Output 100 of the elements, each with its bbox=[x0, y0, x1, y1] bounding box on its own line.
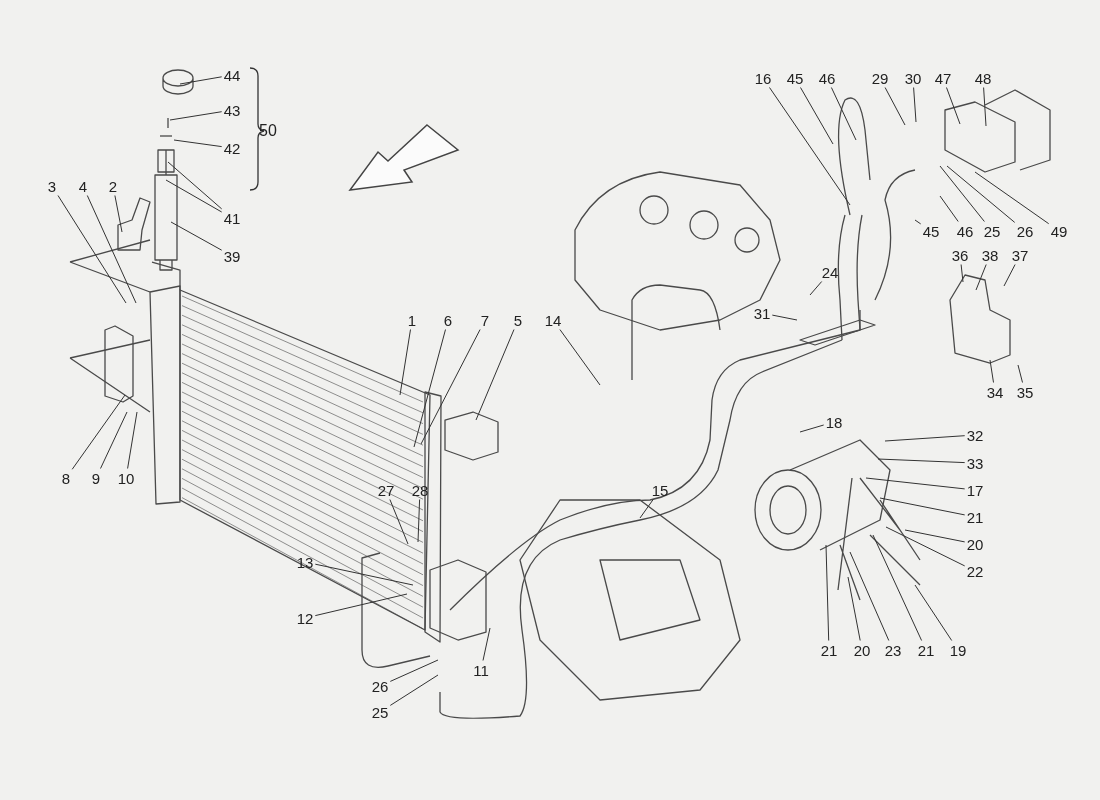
callout-number: 4 bbox=[77, 177, 89, 195]
callout-number: 34 bbox=[985, 383, 1005, 401]
leader-line bbox=[879, 497, 966, 516]
callout-number: 9 bbox=[90, 469, 102, 487]
callout-number: 42 bbox=[222, 139, 242, 157]
leader-line bbox=[946, 87, 961, 125]
leader-line bbox=[170, 221, 223, 251]
callout-number: 10 bbox=[116, 469, 136, 487]
callout-number: 35 bbox=[1015, 383, 1035, 401]
leader-line bbox=[885, 526, 966, 567]
callout-number: 28 bbox=[410, 481, 430, 499]
leader-line bbox=[914, 584, 953, 641]
callout-number: 22 bbox=[965, 562, 985, 580]
leader-line bbox=[1003, 264, 1016, 287]
leader-line bbox=[639, 499, 654, 519]
callout-number: 30 bbox=[903, 69, 923, 87]
callout-number: 36 bbox=[950, 246, 970, 264]
leader-line bbox=[100, 411, 128, 469]
leader-line bbox=[830, 87, 857, 141]
leader-line bbox=[389, 659, 439, 682]
callout-number: 5 bbox=[512, 311, 524, 329]
callout-number: 26 bbox=[1015, 222, 1035, 240]
leader-line bbox=[904, 529, 966, 543]
callout-number: 32 bbox=[965, 426, 985, 444]
callout-number: 6 bbox=[442, 311, 454, 329]
callout-number: 21 bbox=[819, 641, 839, 659]
leader-line bbox=[960, 264, 964, 283]
callout-number: 14 bbox=[543, 311, 563, 329]
callout-number: 21 bbox=[916, 641, 936, 659]
leader-line bbox=[57, 195, 127, 304]
callout-number: 24 bbox=[820, 263, 840, 281]
leader-line bbox=[884, 87, 906, 126]
callout-number: 46 bbox=[817, 69, 837, 87]
leader-line bbox=[800, 87, 834, 145]
leader-line bbox=[475, 329, 515, 421]
callout-number: 25 bbox=[370, 703, 390, 721]
leader-line bbox=[417, 499, 421, 543]
callout-number: 23 bbox=[883, 641, 903, 659]
leader-line bbox=[179, 76, 223, 85]
leader-line bbox=[420, 329, 481, 445]
leader-line bbox=[975, 264, 987, 291]
leader-line bbox=[173, 139, 223, 148]
leader-line bbox=[389, 499, 409, 545]
leader-line bbox=[877, 458, 966, 464]
callout-number: 48 bbox=[973, 69, 993, 87]
callout-number: 25 bbox=[982, 222, 1002, 240]
leader-line bbox=[799, 424, 825, 433]
leader-line bbox=[872, 534, 923, 641]
leader-line bbox=[849, 551, 890, 641]
leader-line bbox=[314, 563, 414, 586]
leader-line bbox=[167, 161, 223, 210]
callout-number: 19 bbox=[948, 641, 968, 659]
callout-number: 20 bbox=[852, 641, 872, 659]
callout-number: 7 bbox=[479, 311, 491, 329]
callout-number: 46 bbox=[955, 222, 975, 240]
callout-number: 27 bbox=[376, 481, 396, 499]
leader-line bbox=[989, 359, 994, 383]
callout-number: 26 bbox=[370, 677, 390, 695]
callout-number: 45 bbox=[921, 222, 941, 240]
leader-line bbox=[865, 477, 966, 490]
callout-number: 17 bbox=[965, 481, 985, 499]
leader-line bbox=[913, 87, 917, 123]
callout-number: 18 bbox=[824, 413, 844, 431]
callout-number: 49 bbox=[1049, 222, 1069, 240]
leader-line bbox=[165, 179, 223, 213]
leader-line bbox=[946, 165, 1016, 223]
leader-line bbox=[1017, 364, 1023, 383]
leader-line bbox=[114, 195, 123, 233]
leader-line bbox=[399, 329, 411, 396]
callout-number: 3 bbox=[46, 177, 58, 195]
leader-line bbox=[86, 195, 137, 304]
callout-number: 44 bbox=[222, 66, 242, 84]
callout-number: 13 bbox=[295, 553, 315, 571]
callout-number: 37 bbox=[1010, 246, 1030, 264]
callout-number: 2 bbox=[107, 177, 119, 195]
leader-line bbox=[847, 576, 861, 641]
leader-line bbox=[314, 593, 408, 617]
leader-line bbox=[71, 394, 126, 470]
leader-line bbox=[983, 87, 987, 127]
callout-number: 15 bbox=[650, 481, 670, 499]
leader-line bbox=[771, 314, 798, 321]
callout-number: 29 bbox=[870, 69, 890, 87]
callout-number: 33 bbox=[965, 454, 985, 472]
callout-number: 31 bbox=[752, 304, 772, 322]
callout-number: 16 bbox=[753, 69, 773, 87]
leader-line bbox=[769, 87, 851, 206]
leader-line bbox=[169, 111, 223, 121]
callout-number: 12 bbox=[295, 609, 315, 627]
leader-line bbox=[559, 329, 601, 386]
leader-line bbox=[974, 171, 1050, 225]
callout-number: 43 bbox=[222, 101, 242, 119]
leader-line bbox=[809, 281, 823, 296]
leader-line bbox=[413, 329, 446, 448]
leader-line bbox=[825, 544, 830, 641]
callout-number: 8 bbox=[60, 469, 72, 487]
leader-line bbox=[914, 219, 922, 225]
callout-number: 50 bbox=[258, 121, 278, 139]
callout-number: 47 bbox=[933, 69, 953, 87]
leader-line bbox=[939, 195, 959, 222]
callout-number: 1 bbox=[406, 311, 418, 329]
